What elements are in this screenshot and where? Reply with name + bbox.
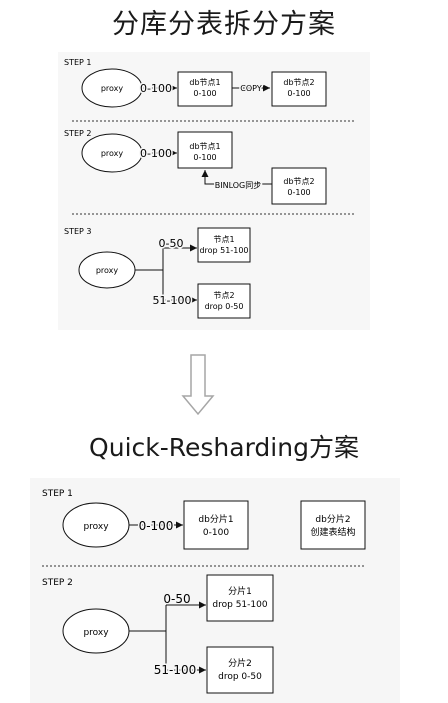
db-node-1-range: 0-100 [193,89,216,98]
edge-label: 51-100 [154,663,197,677]
page-title-quick-resharding: Quick-Resharding方案 [89,433,359,462]
shard-1-name: 分片1 [228,585,252,597]
step2-label: STEP 2 [42,578,73,588]
edge-label: 0-100 [140,147,172,160]
shard-1-action: drop 51-100 [212,600,267,610]
binlog-arrow [201,170,272,185]
proxy-label: proxy [83,628,109,638]
copy-label: COPY [240,84,262,93]
edge-label: 51-100 [153,294,192,307]
db-node-2 [271,71,327,107]
edge-label: 0-100 [140,82,172,95]
edge-label: 0-100 [139,519,174,533]
db-shard-2-name: db分片2 [315,513,350,525]
db-shard-1-name: db分片1 [198,513,233,525]
edge-label: 0-50 [159,237,184,250]
shard-1 [206,574,274,622]
db-node-1 [177,71,233,107]
node-2-name: 节点2 [213,291,234,300]
db-node-1-name: db节点1 [189,142,220,151]
node-2 [197,283,251,319]
db-node-2-name: db节点2 [283,78,314,87]
proxy-label: proxy [101,84,124,93]
node-1 [197,227,251,263]
step2-label: STEP 2 [64,129,91,138]
db-node-2-name: db节点2 [283,177,314,186]
binlog-label: BINLOG同步 [215,181,262,190]
step1-label: STEP 1 [64,58,91,67]
proxy-label: proxy [96,266,119,275]
db-node-1-range: 0-100 [193,153,216,162]
step1-label: STEP 1 [42,489,73,499]
db-shard-2 [300,500,366,550]
page-title-sharding: 分库分表拆分方案 [112,9,336,40]
db-node-2-range: 0-100 [287,188,310,197]
db-shard-1 [183,500,249,550]
db-node-1-name: db节点1 [189,78,220,87]
proxy-label: proxy [83,522,109,532]
node-2-action: drop 0-50 [205,302,244,311]
db-node-1 [177,131,233,169]
db-shard-1-range: 0-100 [203,528,229,538]
node-1-action: drop 51-100 [199,246,248,255]
shard-2-name: 分片2 [228,657,252,669]
proxy-label: proxy [101,149,124,158]
edge-label: 0-50 [163,592,190,606]
shard-2-action: drop 0-50 [218,672,262,682]
step3-label: STEP 3 [64,227,91,236]
db-node-2-range: 0-100 [287,89,310,98]
down-arrow-icon [181,354,215,416]
db-shard-2-action: 创建表结构 [310,526,355,538]
db-node-2 [271,167,327,205]
node-1-name: 节点1 [213,235,234,244]
shard-2 [206,646,274,694]
